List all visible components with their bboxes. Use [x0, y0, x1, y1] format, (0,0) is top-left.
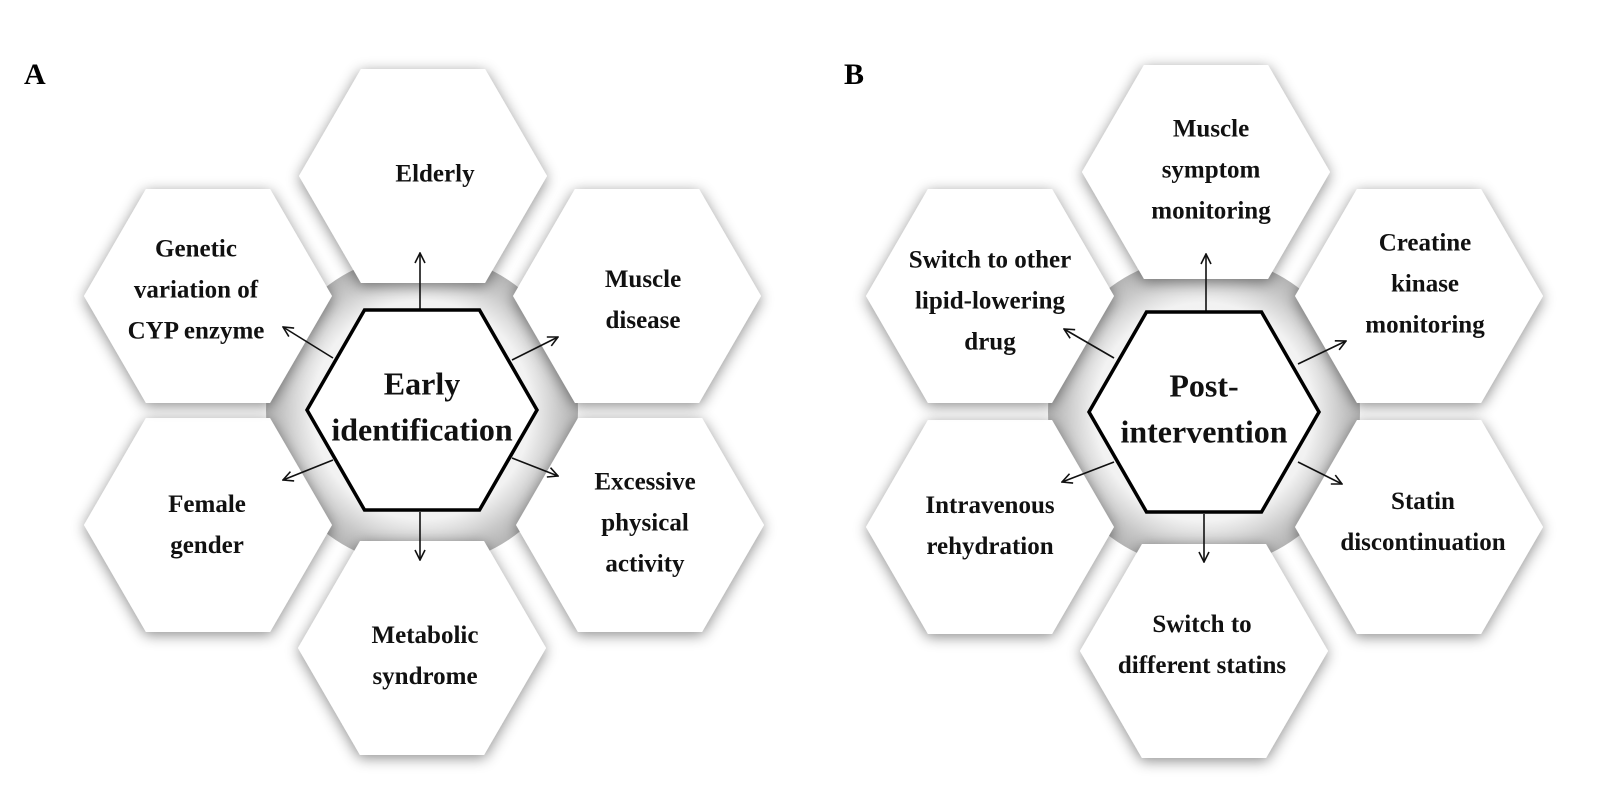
panel-b-arrow-upper-right	[1297, 341, 1346, 365]
panel-b-arrow-upper-left	[1064, 329, 1115, 359]
panel-b-label-bottom-line: Switch to	[1152, 611, 1251, 638]
panel-b-label-lower-left-line: Intravenous	[925, 492, 1054, 519]
panel-a-label-upper-left-line: Genetic	[155, 236, 237, 263]
panel-a-hexagon-lower-right	[516, 418, 764, 632]
panel-b-label-upper-left-line: drug	[964, 329, 1016, 356]
panel-a-center-hexagon	[304, 308, 540, 512]
panel-a-label-upper-right-line: disease	[606, 307, 681, 334]
panel-b-hexagon-upper-left	[866, 189, 1114, 403]
panel-b-label-upper-right: Creatine kinase monitoring	[1365, 230, 1485, 339]
panel-a-hexagon-top	[299, 69, 547, 283]
panel-b-arrow-lower-right	[1297, 461, 1342, 484]
panel-a-label-lower-right-line: physical	[601, 510, 689, 537]
panel-a-label-lower-right-line: Excessive	[594, 469, 695, 496]
panel-a-label-bottom: Metabolic syndrome	[372, 622, 479, 690]
panel-b-center-label: Post-intervention	[1120, 367, 1287, 449]
panel-b-label-lower-right-line: discontinuation	[1340, 529, 1505, 556]
panel-b-label-top-line: monitoring	[1151, 198, 1271, 225]
panel-b-hexagon-bottom	[1080, 544, 1328, 758]
panel-a-arrow-upper-left	[283, 327, 334, 359]
panel-b-label-lower-left: Intravenous rehydration	[925, 492, 1054, 560]
panel-a-arrow-upper-right	[511, 337, 558, 361]
panel-a-hexagon-upper-right	[513, 189, 761, 403]
panel-a-center-label: Early identification	[331, 365, 513, 447]
panel-b-label-top-line: Muscle	[1173, 116, 1249, 143]
panel-b-label-upper-left-line: Switch to other	[909, 247, 1071, 274]
panel-a-arrow-lower-left	[283, 459, 334, 480]
panel-b-hexagon-upper-right	[1295, 189, 1543, 403]
panel-b: Post-intervention Muscle symptom monitoring…	[866, 65, 1543, 758]
panel-b-label-lower-right: Statin discontinuation	[1340, 488, 1505, 556]
panel-b-label-upper-right-line: monitoring	[1365, 312, 1485, 339]
panel-a-label-bottom-line: Metabolic	[372, 622, 479, 649]
panel-a-hexagon-upper-left	[84, 189, 332, 403]
panel-b-label-top-line: symptom	[1162, 157, 1261, 184]
panel-a-center-label-line: identification	[331, 411, 513, 447]
panel-a-center-label-line: Early	[384, 365, 460, 401]
panel-b-center-label-line: Post-	[1169, 367, 1238, 403]
panel-label-a: A	[24, 58, 46, 91]
panel-a-label-lower-left-line: Female	[168, 491, 246, 518]
panel-a-arrow-lower-right	[511, 457, 558, 476]
panel-a-label-lower-left-line: gender	[170, 532, 244, 559]
panel-b-hexagon-lower-left	[866, 420, 1114, 634]
panel-a-label-upper-left-line: CYP enzyme	[128, 318, 265, 345]
panel-b-center-label-line: intervention	[1120, 413, 1287, 449]
panel-b-label-upper-right-line: Creatine	[1379, 230, 1472, 257]
panel-a-hexagon-lower-left	[84, 418, 332, 632]
panel-b-label-bottom-line: different statins	[1118, 652, 1287, 679]
panel-a-label-bottom-line: syndrome	[372, 663, 477, 690]
panel-a-label-lower-left: Female gender	[168, 491, 246, 559]
panel-a-label-upper-right: Muscle disease	[605, 266, 681, 334]
panel-b-label-upper-left-line: lipid-lowering	[915, 288, 1066, 315]
panel-b-label-lower-right-line: Statin	[1391, 488, 1455, 515]
panel-a-label-upper-left-line: variation of	[134, 277, 259, 304]
panel-a-label-upper-right-line: Muscle	[605, 266, 681, 293]
panel-a-label-lower-right-line: activity	[605, 551, 685, 578]
panel-a-label-top-line: Elderly	[395, 161, 475, 188]
panel-a-hexagon-bottom	[298, 541, 546, 755]
panel-b-hexagon-top	[1082, 65, 1330, 279]
panel-b-label-lower-left-line: rehydration	[926, 533, 1053, 560]
panel-b-arrow-lower-left	[1062, 461, 1115, 482]
panel-b-label-upper-left: Switch to other lipid-lowering drug	[909, 247, 1071, 356]
panel-a-label-lower-right: Excessive physical activity	[594, 469, 695, 578]
panel-b-center-hexagon	[1086, 310, 1322, 514]
panel-b-label-upper-right-line: kinase	[1391, 271, 1459, 298]
panel-a-label-top: Elderly	[395, 161, 475, 188]
panel-b-hexagon-lower-right	[1295, 420, 1543, 634]
panel-label-b: B	[844, 58, 865, 91]
panel-b-label-bottom: Switch to different statins	[1118, 611, 1287, 679]
panel-b-label-top: Muscle symptom monitoring	[1151, 116, 1271, 225]
panel-a-label-upper-left: Genetic variation of CYP enzyme	[128, 236, 265, 345]
